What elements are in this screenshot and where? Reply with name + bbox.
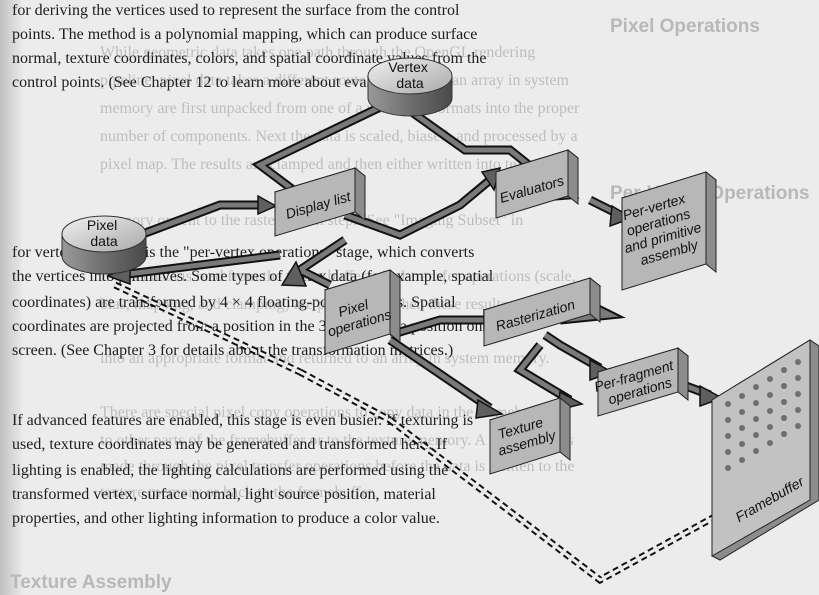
geometry-path-arrows	[106, 95, 724, 419]
page-text-line: control points. (See Chapter 12 to learn…	[12, 74, 420, 91]
display-list-box: Display list	[273, 166, 367, 237]
bleed-heading: Texture Assembly	[10, 572, 172, 593]
page-text-line: properties, and other lighting informati…	[12, 510, 440, 527]
bleed-line: pixel map. The results are clamped and t…	[100, 156, 550, 173]
page-text-line: points. The method is a polynomial mappi…	[12, 26, 478, 43]
page-text-line: normal, texture coordinates, colors, and…	[12, 50, 487, 67]
bleed-line: While geometric data takes one path thro…	[100, 44, 536, 61]
bleed-line: to other parts of the framebuffer or to …	[100, 432, 574, 449]
bleed-line: If pixel data is read from the frame buf…	[100, 268, 576, 285]
page-text-line: lighting is enabled, the lighting calcul…	[12, 462, 449, 479]
bleed-line: memory are first unpacked from one of a …	[100, 100, 580, 117]
page-binding-shadow	[0, 0, 22, 595]
evaluators-box: Evaluators	[494, 148, 580, 219]
page-text-line: used, texture coordinates may be generat…	[12, 436, 447, 453]
pixel-path-dashed	[113, 281, 802, 585]
texture-assembly-box: Texture assembly	[488, 396, 572, 475]
page-text-line: If advanced features are enabled, this s…	[12, 412, 474, 429]
bleed-line: There are special pixel copy operations …	[100, 404, 554, 421]
pixel-data-label: Pixel data	[87, 217, 121, 249]
vertex-data-disk: Vertex data	[367, 57, 453, 117]
bleed-line: texture memory or back to the framebuffe…	[100, 484, 377, 501]
framebuffer-grid: Framebuffer	[711, 339, 819, 561]
rasterization-box: Rasterization	[482, 276, 602, 347]
bleed-line: into an appropriate format and returned …	[100, 350, 550, 367]
per-vertex-operations-box: Per-vertex operations and primitive asse…	[621, 170, 718, 291]
page-text-line: for deriving the vertices used to repres…	[12, 2, 460, 19]
page-text-line: transformed vertex, surface normal, ligh…	[12, 486, 436, 503]
per-fragment-operations-box: Per-fragment operations	[592, 346, 690, 417]
bleed-heading: Pixel Operations	[610, 16, 760, 37]
vertex-data-label: Vertex data	[388, 59, 432, 91]
pixel-data-disk: Pixel data	[61, 215, 147, 275]
framebuffer-pixels	[725, 359, 801, 471]
pixel-operations-box: Pixel operations	[323, 268, 402, 355]
